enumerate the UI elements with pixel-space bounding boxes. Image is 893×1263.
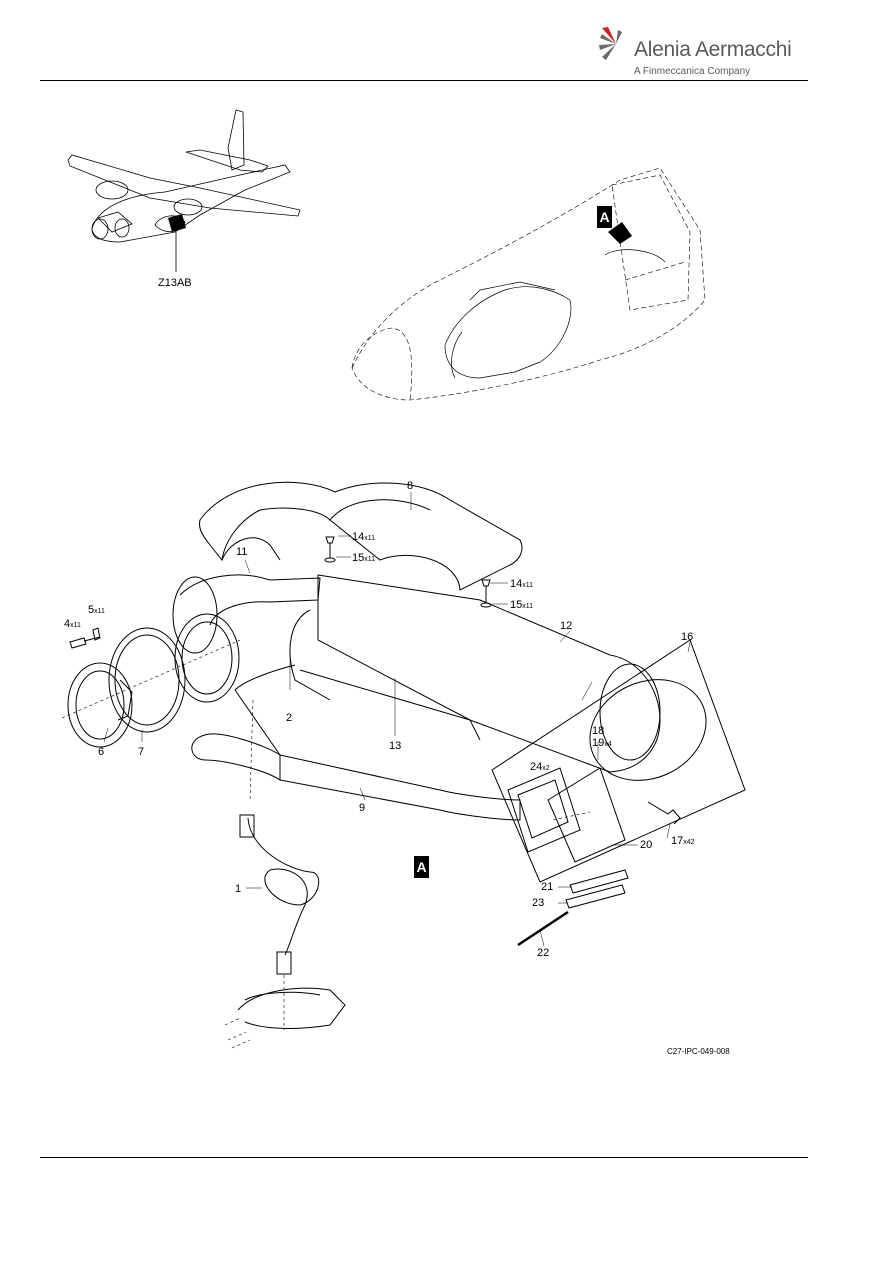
callout-9: 9	[359, 802, 366, 814]
callout-20: 20	[640, 839, 653, 851]
company-logo: Alenia Aermacchi A Finmeccanica Company	[598, 24, 798, 82]
callout-15-upper: 15x11	[352, 552, 376, 564]
callout-5: 5x11	[88, 604, 105, 616]
zone-label: Z13AB	[158, 277, 192, 289]
callout-17: 17x42	[671, 835, 695, 847]
zone-highlight	[168, 214, 186, 232]
centre-lines	[61, 639, 591, 1049]
nose-outline	[351, 167, 706, 401]
callout-14-upper: 14x11	[352, 531, 376, 543]
callout-23: 23	[532, 897, 545, 909]
view-arrow-icon	[608, 222, 632, 244]
exploded-view	[67, 481, 746, 1029]
callout-15-lower: 15x11	[510, 599, 534, 611]
footer-rule	[40, 1157, 808, 1158]
callout-12: 12	[560, 620, 573, 632]
callout-11: 11	[236, 546, 248, 558]
aircraft-overview	[67, 109, 301, 272]
heater-assembly-small	[444, 249, 666, 379]
callout-16: 16	[681, 631, 694, 643]
view-a-marker-top: A	[597, 206, 612, 228]
callout-22: 22	[537, 947, 550, 959]
header-rule	[40, 80, 808, 81]
leader-lines	[103, 492, 691, 947]
callout-14-lower: 14x11	[510, 578, 534, 590]
callout-4: 4x11	[64, 618, 81, 630]
callout-19: 19x4	[592, 737, 612, 749]
view-a-marker-detail: A	[414, 856, 429, 878]
company-subtitle: A Finmeccanica Company	[634, 66, 751, 77]
callout-7: 7	[138, 746, 145, 758]
callout-6: 6	[98, 746, 105, 758]
callout-13: 13	[389, 740, 402, 752]
company-name: Alenia Aermacchi	[634, 38, 792, 61]
callout-1: 1	[235, 883, 242, 895]
callout-24: 24x2	[530, 761, 550, 773]
callout-8: 8	[407, 480, 414, 492]
callout-2: 2	[286, 712, 293, 724]
callout-18: 18	[592, 725, 605, 737]
callout-21: 21	[541, 881, 554, 893]
propeller-logo-icon	[599, 27, 622, 60]
figure-id: C27-IPC-049-008	[667, 1047, 730, 1056]
